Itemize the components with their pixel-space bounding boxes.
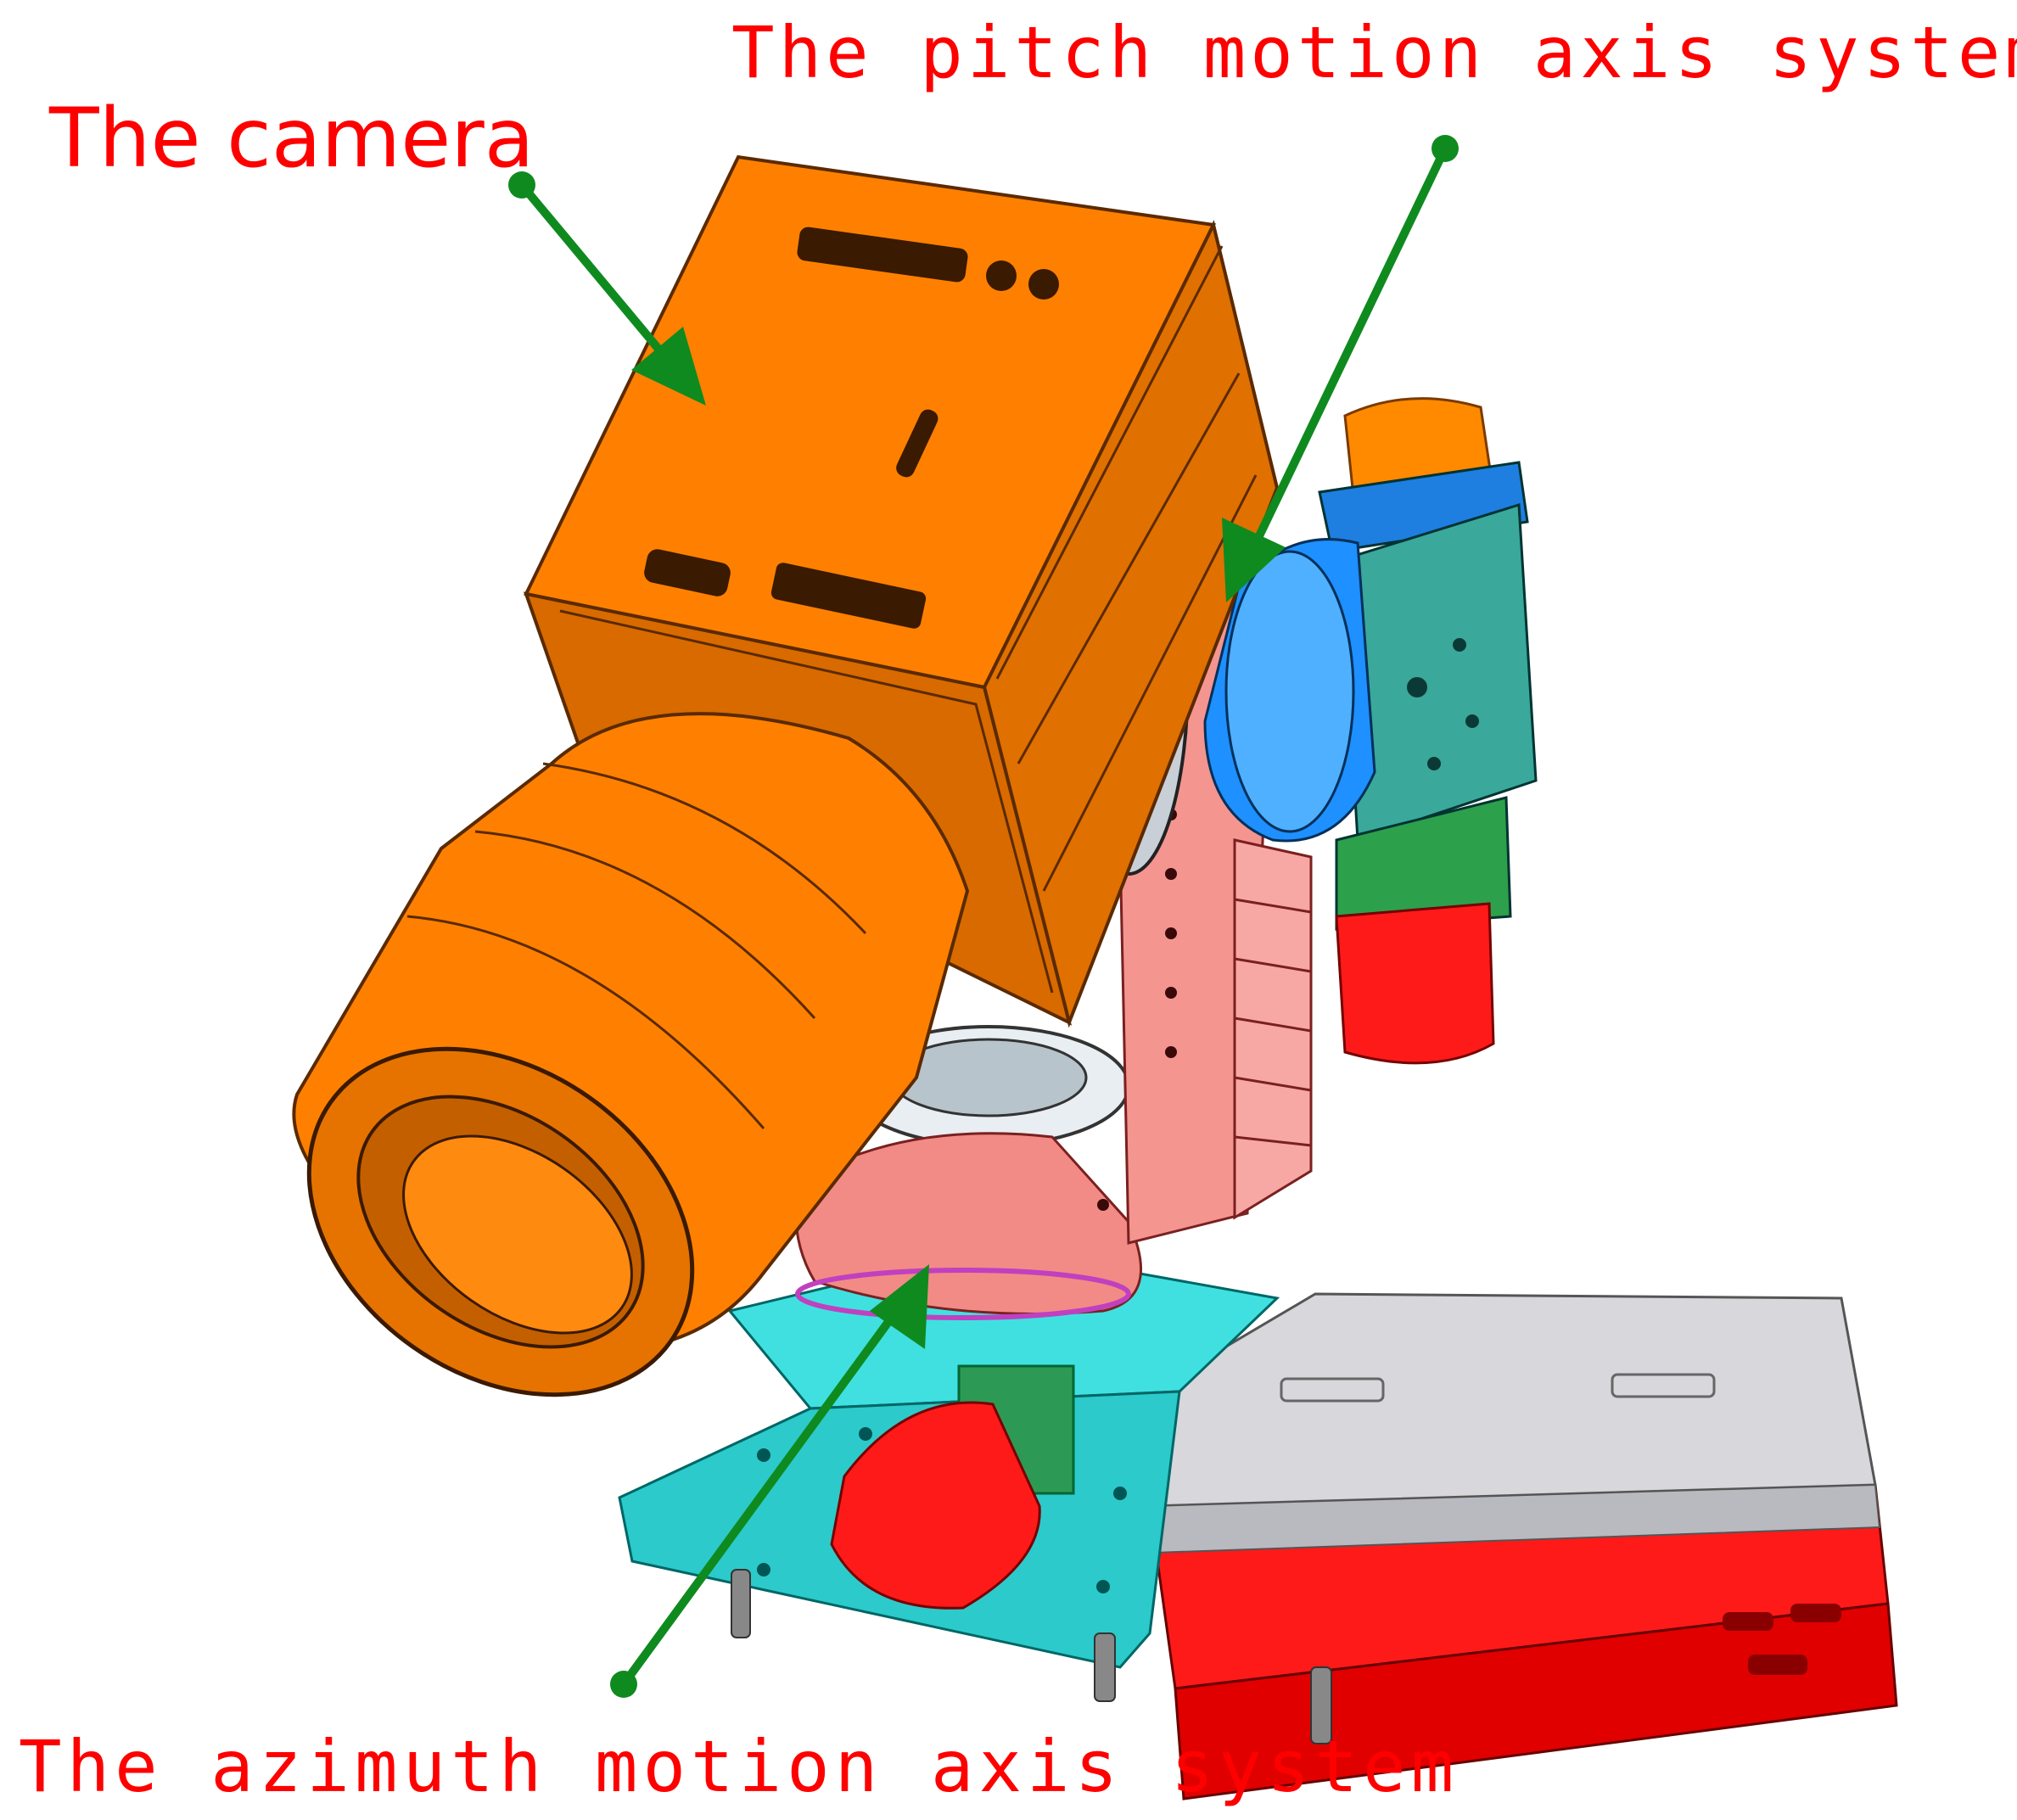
azimuth-motor-body xyxy=(830,1401,1041,1610)
controller-vent-2 xyxy=(1611,1373,1716,1398)
controller-base-front xyxy=(1174,1602,1898,1800)
azimuth-feet xyxy=(731,1569,1332,1744)
controller-vent-1 xyxy=(1280,1377,1385,1403)
camera-lens xyxy=(292,712,970,1397)
label-pitch-motion-axis-system: The pitch motion axis system xyxy=(731,11,2017,94)
label-azimuth-motion-axis-system: The azimuth motion axis system xyxy=(19,1725,1460,1808)
lens-front-glass xyxy=(402,1134,633,1335)
pitch-brake-green xyxy=(1335,796,1512,931)
pitch-arm-holes xyxy=(1097,809,1177,1211)
controller-connectors xyxy=(1723,1604,1841,1675)
arrow-camera-icon xyxy=(508,171,706,406)
pitch-gearbox-holes xyxy=(1407,638,1479,770)
controller-box xyxy=(1148,1292,1898,1800)
camera-ports xyxy=(644,227,1059,629)
pitch-arm-side-ribs xyxy=(1233,838,1313,1220)
arrow-pitch-icon xyxy=(1222,135,1459,602)
pitch-arm-base xyxy=(794,1132,1142,1315)
pitch-drum-face xyxy=(1224,550,1355,833)
pitch-arm-base-ring xyxy=(795,1268,1131,1320)
pitch-gearbox-teal xyxy=(1339,503,1538,843)
camera-frame-lines xyxy=(559,245,1258,994)
pitch-blue-drum xyxy=(1203,538,1376,843)
label-camera: The camera xyxy=(49,91,535,186)
pitch-arm-rib-lines xyxy=(1234,898,1312,1147)
pitch-motor-red xyxy=(1335,902,1495,1065)
arrow-azimuth-icon xyxy=(610,1264,929,1698)
azimuth-motor xyxy=(830,1364,1075,1610)
controller-lid xyxy=(1148,1292,1877,1508)
lens-rings xyxy=(406,762,867,1129)
